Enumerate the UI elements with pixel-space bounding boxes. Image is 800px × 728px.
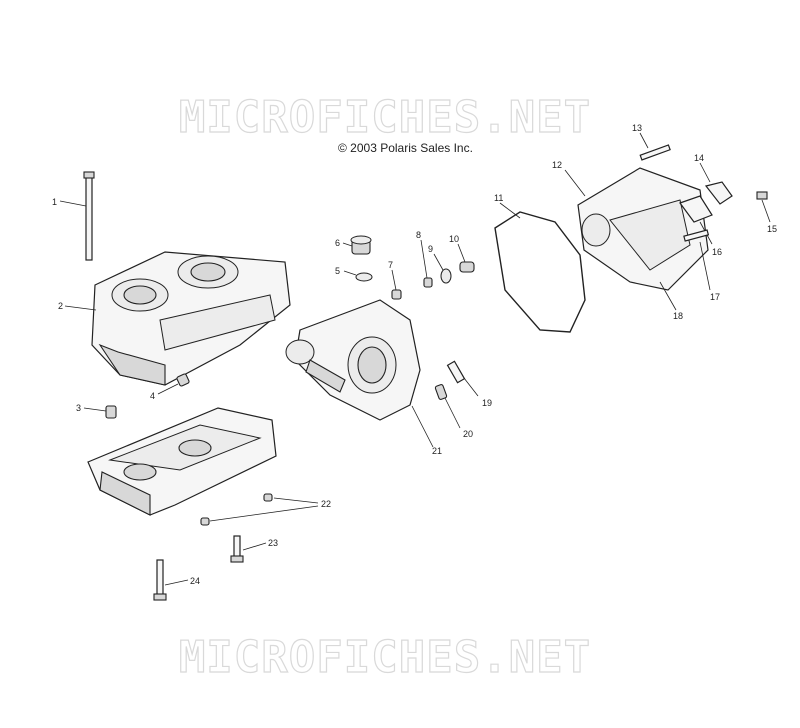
- callout-12: 12: [552, 160, 563, 170]
- part-23-bolt: [230, 535, 267, 563]
- part-22-plugs: [200, 493, 319, 526]
- callout-21: 21: [432, 446, 443, 456]
- part-7-pin: [391, 269, 402, 300]
- callout-2: 2: [58, 301, 64, 311]
- callout-16: 16: [712, 247, 723, 257]
- part-15-bolt: [756, 191, 771, 223]
- callout-13: 13: [632, 123, 643, 133]
- callout-8: 8: [416, 230, 422, 240]
- callout-20: 20: [463, 429, 474, 439]
- callout-5: 5: [335, 266, 341, 276]
- callout-7: 7: [388, 260, 394, 270]
- callout-11: 11: [494, 193, 504, 203]
- part-5-washer: [343, 270, 373, 282]
- part-10-spring: [457, 243, 475, 273]
- callout-19: 19: [482, 398, 493, 408]
- callout-1: 1: [52, 197, 58, 207]
- part-20-pin: [434, 384, 461, 429]
- part-1-stud: [59, 171, 95, 261]
- callout-6: 6: [335, 238, 341, 248]
- part-13-bolt: [639, 132, 671, 161]
- part-11-gasket: [494, 202, 586, 333]
- callout-15: 15: [767, 224, 778, 234]
- part-9-washer: [433, 253, 452, 284]
- callout-14: 14: [694, 153, 705, 163]
- callout-3: 3: [76, 403, 82, 413]
- copyright-notice: © 2003 Polaris Sales Inc.: [338, 141, 473, 155]
- part-4-dowel: [157, 373, 190, 395]
- part-14-plate: [699, 162, 733, 205]
- part-3-dowel: [83, 405, 117, 419]
- lower-crankcase: [87, 407, 277, 516]
- callout-17: 17: [710, 292, 721, 302]
- callout-24: 24: [190, 576, 201, 586]
- callout-18: 18: [673, 311, 684, 321]
- watermark-bottom: MICROFICHES.NET: [178, 631, 592, 683]
- part-12-cover: [564, 167, 709, 291]
- callout-10: 10: [449, 234, 460, 244]
- watermark-top: MICROFICHES.NET: [178, 91, 592, 143]
- part-18-leader: [659, 281, 677, 311]
- part-21-housing: [285, 299, 434, 448]
- part-8-plug: [420, 239, 433, 288]
- callout-22: 22: [321, 499, 332, 509]
- callout-9: 9: [428, 244, 434, 254]
- part-6-cap: [342, 235, 372, 255]
- part-19-bolt: [446, 360, 479, 397]
- part-17-bolt: [683, 229, 711, 291]
- callout-4: 4: [150, 391, 156, 401]
- part-24-bolt: [153, 559, 189, 601]
- part-2-upper-crankcase: [64, 251, 291, 386]
- callout-23: 23: [268, 538, 279, 548]
